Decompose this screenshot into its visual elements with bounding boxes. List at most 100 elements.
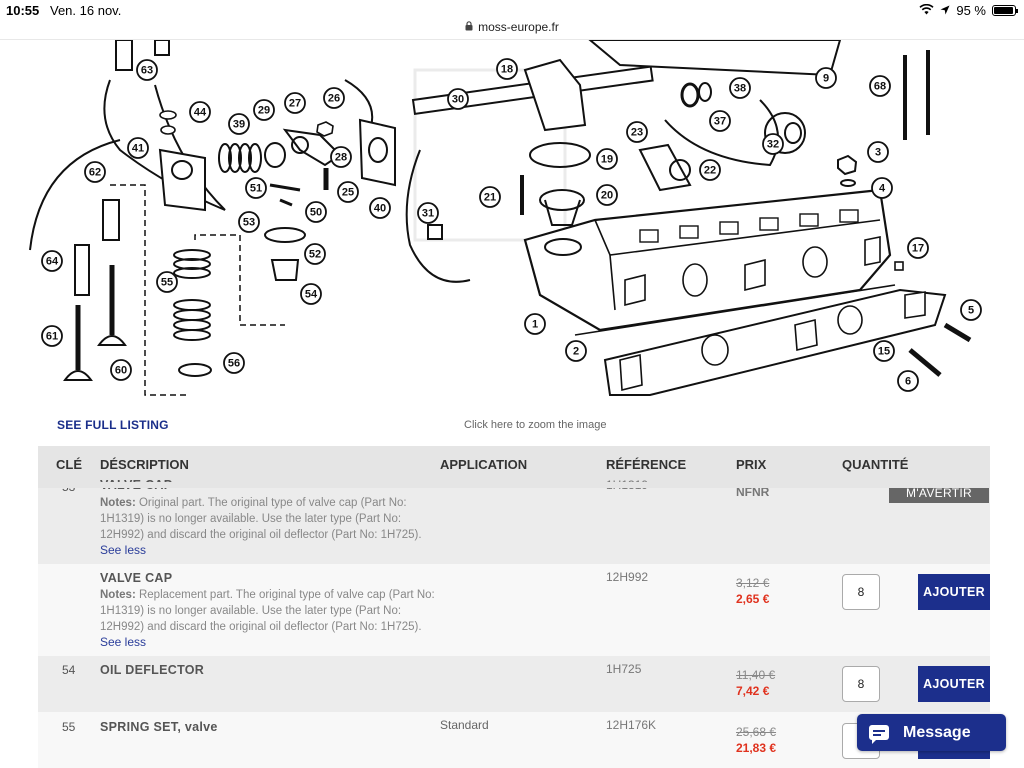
svg-text:28: 28: [335, 152, 347, 164]
callout-53: 53: [238, 211, 260, 233]
wifi-icon: [919, 3, 934, 18]
svg-text:19: 19: [601, 154, 613, 166]
address-bar[interactable]: moss-europe.fr: [0, 18, 1024, 40]
callout-50: 50: [305, 201, 327, 223]
svg-text:18: 18: [501, 64, 513, 76]
notify-me-button[interactable]: M'AVERTIR: [889, 483, 989, 503]
callout-30: 30: [447, 88, 469, 110]
svg-text:26: 26: [328, 93, 340, 105]
row-old-price: 11,40 €: [736, 668, 776, 682]
callout-21: 21: [479, 186, 501, 208]
callout-6: 6: [897, 370, 919, 392]
status-time: 10:55: [6, 3, 40, 18]
row-new-price: 2,65 €: [736, 592, 770, 606]
svg-text:22: 22: [704, 165, 716, 177]
parts-table-header: CLÉ DÉSCRIPTION APPLICATION RÉFÉRENCE PR…: [38, 446, 990, 482]
callout-51: 51: [245, 177, 267, 199]
quantity-input[interactable]: 8: [842, 666, 880, 702]
svg-text:1: 1: [532, 319, 538, 331]
svg-text:44: 44: [194, 107, 207, 119]
callout-44: 44: [189, 101, 211, 123]
zoom-image-link[interactable]: Click here to zoom the image: [464, 419, 607, 431]
callout-68: 68: [869, 75, 891, 97]
status-bar: 10:55 Ven. 16 nov. 95 %: [0, 0, 1024, 20]
location-arrow-icon: [940, 3, 950, 18]
header-price: PRIX: [736, 457, 767, 472]
svg-text:40: 40: [374, 203, 386, 215]
header-key: CLÉ: [56, 457, 82, 472]
svg-text:50: 50: [310, 207, 322, 219]
svg-text:20: 20: [601, 190, 613, 202]
battery-fill: [994, 7, 1013, 14]
row-notes: Notes: Original part. The original type …: [100, 497, 422, 541]
message-chat-button[interactable]: Message: [857, 714, 1006, 751]
row-old-price: 25,68 €: [736, 725, 777, 739]
svg-text:60: 60: [115, 365, 127, 377]
callout-40: 40: [369, 197, 391, 219]
callout-23: 23: [626, 121, 648, 143]
row-reference: 12H176K: [606, 718, 657, 732]
row-reference: 12H992: [606, 570, 649, 584]
callout-28: 28: [330, 146, 352, 168]
header-shadow: [38, 482, 990, 488]
callout-5: 5: [960, 299, 982, 321]
parts-diagram-drawing: 6344392927264128256251504053526455546160…: [29, 40, 982, 396]
svg-text:2: 2: [573, 346, 579, 358]
row-old-price: 3,12 €: [736, 576, 770, 590]
add-to-cart-button[interactable]: AJOUTER: [918, 666, 990, 702]
status-right: 95 %: [919, 3, 1018, 18]
svg-text:6: 6: [905, 376, 911, 388]
header-reference: RÉFÉRENCE: [606, 457, 687, 472]
svg-text:27: 27: [289, 98, 301, 110]
battery-icon: [992, 5, 1018, 16]
svg-text:38: 38: [734, 83, 746, 95]
svg-text:25: 25: [342, 187, 354, 199]
add-to-cart-button[interactable]: AJOUTER: [918, 574, 990, 610]
row-application: Standard: [440, 718, 489, 732]
svg-text:21: 21: [484, 192, 496, 204]
callout-1: 1: [524, 313, 546, 335]
callout-2: 2: [565, 340, 587, 362]
callout-15: 15: [873, 340, 895, 362]
svg-text:15: 15: [878, 346, 890, 358]
moss-watermark: [413, 68, 567, 242]
url-text: moss-europe.fr: [478, 20, 559, 34]
callout-26: 26: [323, 87, 345, 109]
see-less-link[interactable]: See less: [100, 543, 147, 557]
svg-text:5: 5: [968, 305, 974, 317]
callout-4: 4: [871, 177, 893, 199]
callout-17: 17: [907, 237, 929, 259]
callout-22: 22: [699, 159, 721, 181]
svg-text:52: 52: [309, 249, 321, 261]
callout-32: 32: [762, 133, 784, 155]
row-name: VALVE CAP: [100, 571, 173, 585]
callout-31: 31: [417, 202, 439, 224]
svg-text:68: 68: [874, 81, 886, 93]
callout-9: 9: [815, 67, 837, 89]
callout-52: 52: [304, 243, 326, 265]
callout-3: 3: [867, 141, 889, 163]
row-price-status: NFNR: [736, 485, 770, 499]
header-application: APPLICATION: [440, 457, 528, 472]
row-notes: Notes: Replacement part. The original ty…: [100, 589, 435, 633]
status-date: Ven. 16 nov.: [50, 3, 122, 18]
lock-icon: [465, 20, 473, 34]
header-quantity: QUANTITÉ: [842, 457, 909, 472]
row-new-price: 7,42 €: [736, 684, 770, 698]
callout-60: 60: [110, 359, 132, 381]
battery-percent: 95 %: [956, 3, 986, 18]
see-less-link[interactable]: See less: [100, 635, 147, 649]
callout-29: 29: [253, 99, 275, 121]
table-row: 55 SPRING SET, valve Standard 12H176K 25…: [38, 712, 990, 768]
svg-text:56: 56: [228, 358, 240, 370]
table-row: 54 OIL DEFLECTOR 1H725 11,40 € 7,42 € 8 …: [38, 656, 990, 712]
svg-text:53: 53: [243, 217, 255, 229]
callout-55: 55: [156, 271, 178, 293]
svg-text:63: 63: [141, 65, 153, 77]
svg-text:30: 30: [452, 94, 464, 106]
see-full-listing-link[interactable]: SEE FULL LISTING: [57, 418, 169, 432]
row-new-price: 21,83 €: [736, 741, 777, 755]
quantity-input[interactable]: 8: [842, 574, 880, 610]
